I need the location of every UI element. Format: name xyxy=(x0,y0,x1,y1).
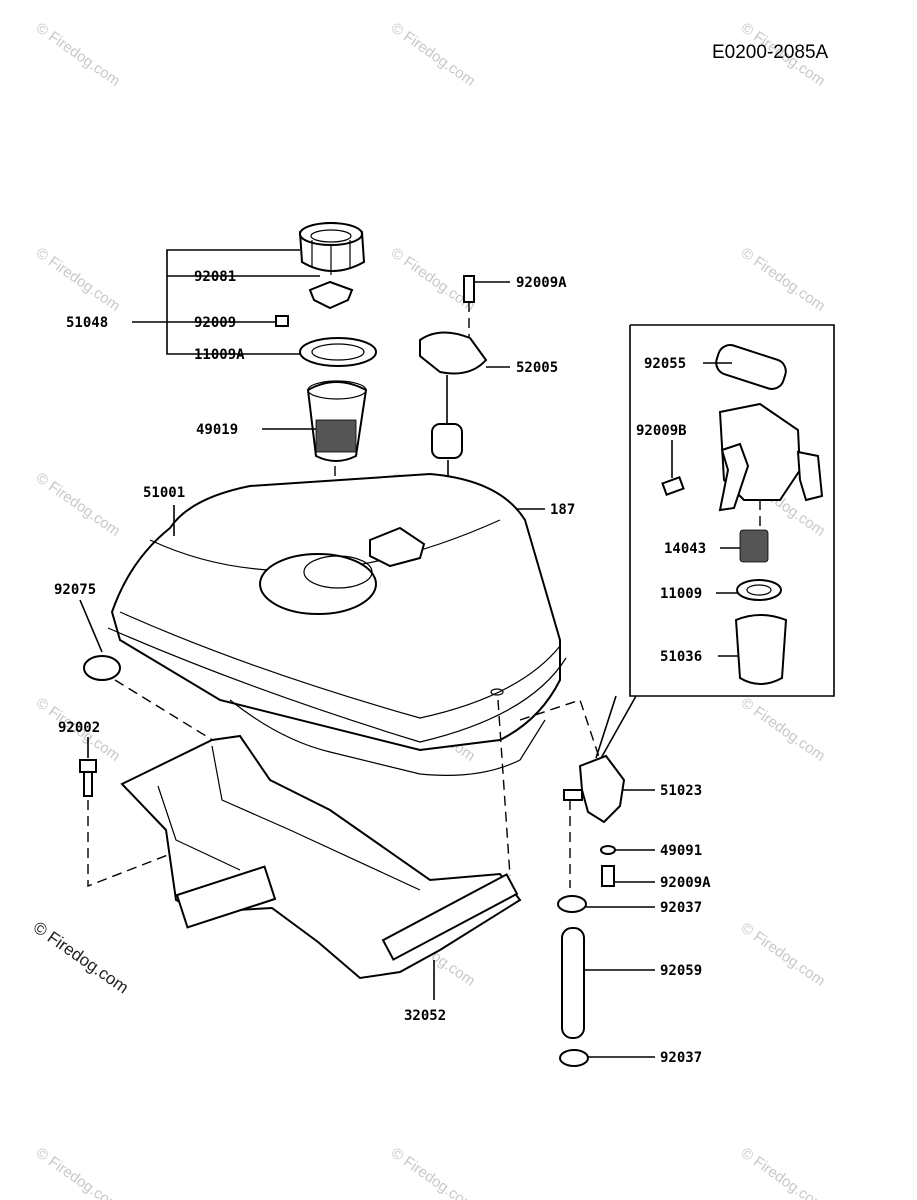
filler-neck xyxy=(259,553,377,615)
label-92009a-top: 92009A xyxy=(516,275,567,291)
rubber-plug xyxy=(83,655,121,681)
label-51001: 51001 xyxy=(143,485,185,501)
label-187: 187 xyxy=(550,502,575,518)
label-92081: 92081 xyxy=(194,269,236,285)
fuel-cock-nipple xyxy=(563,789,583,801)
fuel-tank-flange xyxy=(119,611,561,719)
frame-handle-bar xyxy=(381,873,519,961)
watermark: © Firedog.com xyxy=(738,694,829,764)
hose-clamp-bottom xyxy=(559,1049,589,1067)
detail-box xyxy=(629,324,835,697)
bolt-92002-centerline xyxy=(87,800,233,888)
group-bracket xyxy=(166,249,300,355)
label-92037-bottom: 92037 xyxy=(660,1050,702,1066)
base-frame xyxy=(120,699,522,1000)
tank-to-cock-centerline xyxy=(519,699,601,761)
label-92075: 92075 xyxy=(54,582,96,598)
watermark: © Firedog.com xyxy=(33,19,124,89)
fuel-tank xyxy=(107,472,567,776)
fuel-hose-92059 xyxy=(561,927,585,1039)
watermark: © Firedog.com xyxy=(33,469,124,539)
leader-92075 xyxy=(79,599,103,653)
fuel-cock-assembly xyxy=(519,699,655,1067)
copyright-watermark: © Firedog.com xyxy=(30,918,132,998)
frame-rail xyxy=(157,785,241,871)
label-51036: 51036 xyxy=(660,649,702,665)
screw-92009a-bottom xyxy=(601,865,615,887)
filler-cap-assembly xyxy=(132,222,377,560)
fuel-gauge-head xyxy=(419,331,488,375)
washer-49091 xyxy=(600,845,616,855)
label-49019: 49019 xyxy=(196,422,238,438)
strainer-14043 xyxy=(739,529,769,563)
fuel-cock-51023 xyxy=(578,754,626,824)
label-92002: 92002 xyxy=(58,720,100,736)
fuel-valve-outlet xyxy=(796,450,824,502)
label-92009: 92009 xyxy=(194,315,236,331)
filler-opening xyxy=(303,555,373,589)
label-92059: 92059 xyxy=(660,963,702,979)
watermark: © Firedog.com xyxy=(33,1144,124,1200)
gasket-92055 xyxy=(715,344,787,390)
gauge-boss xyxy=(369,526,426,568)
label-92009b: 92009B xyxy=(636,423,687,439)
screw-92009 xyxy=(275,315,289,327)
bolt-hole xyxy=(490,688,504,696)
strainer-mesh xyxy=(315,419,357,453)
bolt-92002-shank xyxy=(83,771,93,797)
label-92037-top: 92037 xyxy=(660,900,702,916)
label-52005: 52005 xyxy=(516,360,558,376)
frame-centerline xyxy=(497,699,511,877)
label-11009: 11009 xyxy=(660,586,702,602)
label-51023: 51023 xyxy=(660,783,702,799)
gauge-float xyxy=(431,423,463,459)
hose-clamp-top xyxy=(557,895,587,913)
fuel-cap-inner xyxy=(310,229,352,243)
gasket-inner xyxy=(311,343,365,361)
part-labels: 92081 51048 92009 11009A 49019 92009A 52… xyxy=(54,269,711,1066)
watermark: © Firedog.com xyxy=(388,1144,479,1200)
label-92055: 92055 xyxy=(644,356,686,372)
fuel-cock-detail xyxy=(595,324,835,761)
label-49091: 49091 xyxy=(660,843,702,859)
label-14043: 14043 xyxy=(664,541,706,557)
detail-pointer xyxy=(595,695,617,759)
screw-92009b xyxy=(661,476,685,496)
o-ring-inner xyxy=(746,584,772,596)
drawing-code: E0200-2085A xyxy=(712,42,829,63)
detail-pointer xyxy=(599,695,637,761)
base-frame-body xyxy=(120,734,522,980)
watermark: © Firedog.com xyxy=(738,244,829,314)
label-92009a-bottom: 92009A xyxy=(660,875,711,891)
fuel-tank-lower xyxy=(229,699,546,776)
bolt-92002-head xyxy=(79,759,97,773)
watermark: © Firedog.com xyxy=(738,919,829,989)
fuel-tank-flange xyxy=(107,627,567,743)
bolt-92002 xyxy=(79,737,233,888)
frame-rail xyxy=(211,745,421,891)
o-ring-11009 xyxy=(736,579,782,601)
label-51048: 51048 xyxy=(66,315,108,331)
sediment-cup-51036 xyxy=(734,614,788,685)
strainer-rim xyxy=(307,380,367,400)
watermark: © Firedog.com xyxy=(388,19,479,89)
screw-92009a-top xyxy=(463,275,475,303)
frame-mount-plate xyxy=(175,865,277,929)
label-32052: 32052 xyxy=(404,1008,446,1024)
watermark: © Firedog.com xyxy=(738,1144,829,1200)
watermark: © Firedog.com xyxy=(33,244,124,314)
fuel-valve-lever xyxy=(718,442,750,512)
gasket-11009a xyxy=(299,337,377,367)
label-11009a: 11009A xyxy=(194,347,245,363)
cap-retainer-plate xyxy=(308,280,354,310)
